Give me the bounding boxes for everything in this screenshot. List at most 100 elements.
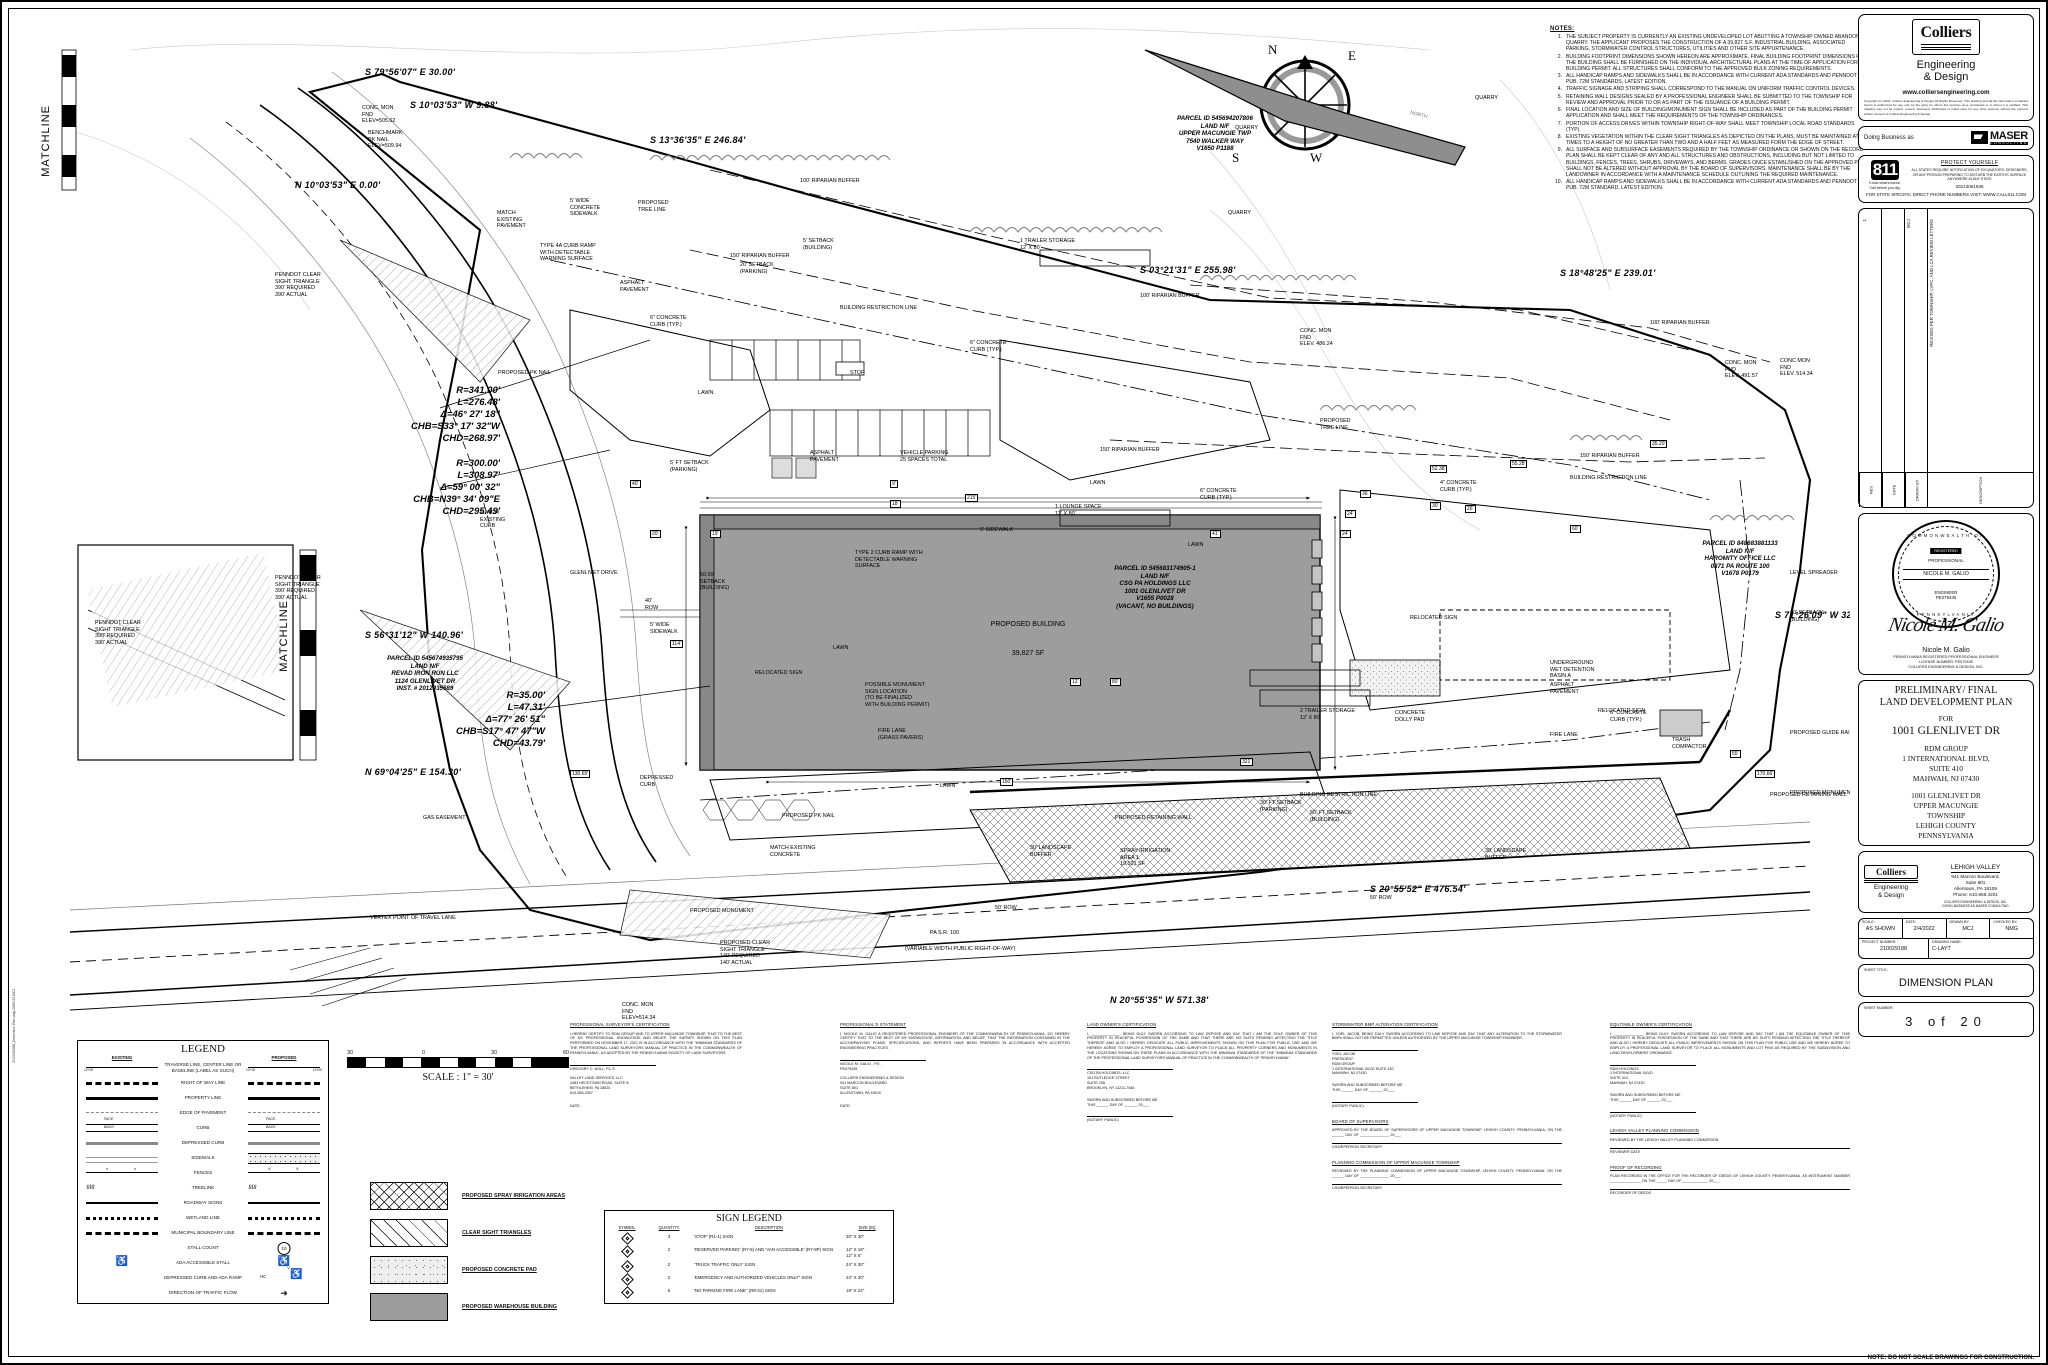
call-811-box: 811 Know what's below. Call before you d… <box>1858 155 2034 203</box>
dimension-label: 321' <box>1240 758 1254 766</box>
dba-label: Doing Business as <box>1864 134 1914 141</box>
hatch-label-0: PROPOSED SPRAY IRRIGATION AREAS <box>462 1193 566 1199</box>
sheet-title-value: DIMENSION PLAN <box>1898 976 1994 989</box>
plan-annotation: RELOCATED SIGN <box>755 670 803 676</box>
bearing-label: S 10°03'53" W 9.88' <box>410 100 498 110</box>
matchline-left-label: MATCHLINE <box>40 105 52 177</box>
hatch-label-2: PROPOSED CONCRETE PAD <box>462 1267 537 1273</box>
revision-block[interactable]: REVISED PER TOWNSHIP, LVPC, AND LCA REVI… <box>1858 207 2034 508</box>
plan-annotation: 1 LOUNGE SPACE 12' X 80' <box>1055 504 1102 517</box>
swatch-concrete-pad <box>370 1256 448 1284</box>
call811-logo: 811 Know what's below. Call before you d… <box>1864 160 1906 190</box>
legend-symbol-proposed: ≀≀≀≀≀ <box>248 1184 257 1191</box>
certification-firm: VALLEY LAND SERVICES, LLC 4383 HECKTOWN … <box>570 1076 629 1095</box>
plan-annotation: 150' RIPARIAN BUFFER <box>1100 447 1160 453</box>
plan-annotation: ASPHALT PAVEMENT <box>1550 682 1579 695</box>
plan-annotation: LAWN <box>940 783 956 789</box>
sign-size-cell: 30" X 30" <box>846 1234 865 1239</box>
bearing-label: N 10°03'53" E 0.00' <box>295 180 381 190</box>
site-plan-drawing[interactable]: S 79°56'07" E 30.00'S 10°03'53" W 9.88'S… <box>10 10 1850 1020</box>
sheet-number-label: SHEET NUMBER: <box>1864 1005 1894 1010</box>
office-phone: Phone: 610.868.4201 <box>1953 891 1998 897</box>
plan-annotation: CONC. MON FND ELEV=505.62 <box>362 105 396 125</box>
plan-annotation: 1 TRAILER STORAGE 12' X 80' <box>1020 238 1075 251</box>
plan-annotation: LAWN <box>1090 480 1106 486</box>
plan-annotation: CONC MON FND ELEV. 514.34 <box>1780 358 1813 378</box>
meta-project-label: PROJECT NUMBER: <box>1862 939 1897 944</box>
certification-title: STORMWATER BMP ALTERATION CERTIFICATION <box>1332 1022 1438 1027</box>
legend-item-label: ROADWAY SIGNS <box>183 1199 223 1205</box>
sign-symbol-cell <box>609 1232 645 1245</box>
plan-name-box: PRELIMINARY/ FINAL LAND DEVELOPMENT PLAN… <box>1858 679 2034 846</box>
note-number: 2. <box>1557 53 1562 60</box>
revision-header-drawnby: DRAWN BY <box>1905 472 1928 507</box>
plan-annotation: 6" CONCRETE CURB (TYP.) <box>1610 710 1647 723</box>
meta-project: PROJECT NUMBER: 210029188 <box>1859 938 1929 958</box>
plan-annotation: 30' LANDSCAPE BUFFER <box>1030 845 1072 858</box>
legend-symbol-existing: ≀≀≀≀≀ <box>86 1184 95 1191</box>
protect-yourself-title: PROTECT YOURSELF <box>1940 160 1999 167</box>
meta-checked: CHECKED BY: NMG <box>1990 919 2033 938</box>
sign-diamond-icon <box>620 1260 634 1273</box>
plan-annotation: ASPHALT PAVEMENT <box>810 450 839 463</box>
legend-item-label: PROPERTY LINE <box>184 1094 222 1100</box>
legend-symbol-existing <box>82 1135 162 1150</box>
sign-diamond-icon <box>620 1232 634 1245</box>
hatch-legend-row: PROPOSED CONCRETE PAD <box>370 1256 610 1284</box>
engineer-name: Nicole M. Galio <box>1922 646 1970 654</box>
legend-symbol-existing: ♿ <box>115 1256 129 1267</box>
board-rule <box>1332 1142 1562 1144</box>
plan-title-line1: PRELIMINARY/ FINAL <box>1894 684 1998 696</box>
bearing-label: S 56°31'12" W 140.96' <box>365 630 464 640</box>
plan-annotation: VEHICLE PARKING 25 SPACES TOTAL <box>900 450 949 463</box>
office-firm-sub: Engineering & Design <box>1873 884 1909 899</box>
note-number: 1. <box>1557 34 1562 40</box>
plan-annotation: 6" CONCRETE CURB (TYP.) <box>650 315 687 328</box>
lvpc-title: LEHIGH VALLEY PLANNING COMMISSION <box>1610 1128 1699 1134</box>
signature-rule <box>1087 1069 1173 1071</box>
certification-body: I, ______________, BEING DULY SWORN ACCO… <box>1087 1031 1317 1060</box>
meta-project-value: 210029188 <box>1880 945 1907 952</box>
protect-yourself-body: ALL STATES REQUIRE NOTIFICATION OF EXCAV… <box>1911 168 2028 181</box>
signature-rule <box>570 1064 656 1066</box>
plan-annotation: 5' WIDE CONCRETE SIDEWALK <box>570 198 601 218</box>
plan-annotation: RELOCATED SIGN <box>1410 615 1458 621</box>
parcel-label: PARCEL ID 545694207806 LAND N/F UPPER MA… <box>1177 115 1253 153</box>
certification-signer: CSG PA HOLDINGS, LLC 101 RUTLEDGE STREET… <box>1087 1071 1135 1090</box>
legend-row: RIGHT OF WAY LINE <box>82 1075 324 1090</box>
note-number: 9. <box>1557 147 1562 154</box>
bearing-label: S 18°48'25" E 239.01' <box>1560 268 1656 278</box>
meta-checked-label: CHECKED BY: <box>1993 919 2018 924</box>
plan-annotation: GAS EASEMENT <box>423 815 466 821</box>
sign-symbol-cell <box>609 1245 645 1260</box>
sheet-number-box: SHEET NUMBER: 3 of 20 <box>1858 1001 2034 1037</box>
pe-seal: COMMONWEALTH OF REGISTERED PROFESSIONAL … <box>1892 519 2000 628</box>
seal-name: NICOLE M. GALIO <box>1903 568 1989 580</box>
notary-rule <box>1332 1101 1418 1103</box>
plan-annotation: BUILDING RESTRICTION LINE <box>840 305 917 311</box>
colliers-wordmark: Colliers <box>1920 24 1972 41</box>
plan-annotation: VERTEX POINT OF TRAVEL LANE <box>370 915 456 921</box>
seal-engineer-license: ENGINEER PE079435 <box>1894 590 1998 601</box>
north-arrow-s-label: S <box>1232 150 1240 165</box>
note-item: 2.BUILDING FOOTPRINT DIMENSIONS SHOWN HE… <box>1550 54 1870 72</box>
firm-website[interactable]: www.colliersengineering.com <box>1902 89 1990 97</box>
building-callout: PROPOSED BUILDING 39,827 SF <box>958 600 1098 678</box>
meta-checked-value: NMG <box>2005 925 2018 932</box>
certification-notary: (NOTARY PUBLIC) <box>1610 1113 1642 1118</box>
meta-drawing-value: C-LAYT <box>1932 945 1951 952</box>
legend-item-label: STALL COUNT <box>187 1244 219 1250</box>
plan-annotation: LAWN <box>833 645 849 651</box>
plan-annotation: 30' LANDSCAPE BUFFER <box>1485 848 1527 861</box>
note-text: EXISTING VEGETATION WITHIN THE CLEAR SIG… <box>1566 133 1869 147</box>
plan-annotation: FIRE LANE <box>1550 732 1578 738</box>
plan-annotation: PROPOSED TREE LINE <box>638 200 669 213</box>
legend-symbol-proposed: ♿V <box>277 1256 291 1270</box>
north-arrow-e-label: E <box>1348 48 1356 63</box>
